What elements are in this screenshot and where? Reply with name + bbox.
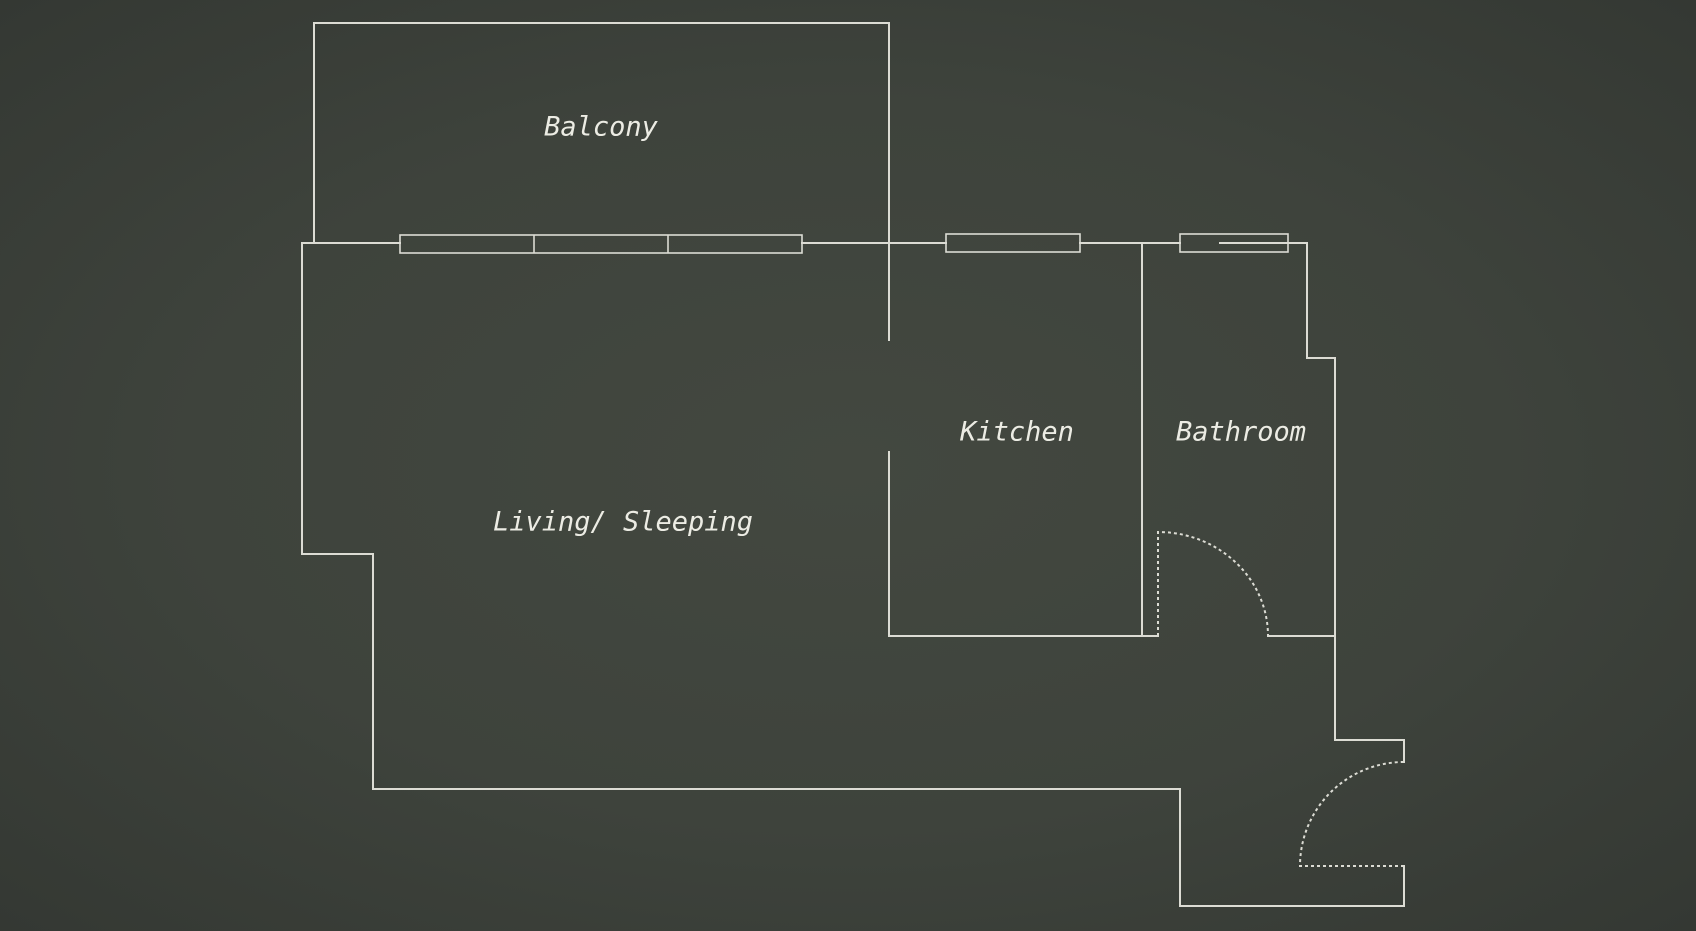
bathroom-door <box>1157 530 1269 637</box>
room-label-balcony: Balcony <box>544 112 659 143</box>
room-label-kitchen: Kitchen <box>959 417 1074 448</box>
room-label-living: Living/ Sleeping <box>493 507 753 538</box>
bathroom-window <box>1179 233 1289 253</box>
balcony-sliding-window <box>399 234 803 254</box>
exterior-wall-entrance <box>1219 242 1405 763</box>
exterior-wall <box>301 242 1405 907</box>
balcony-wall <box>313 22 890 341</box>
kitchen-window <box>945 233 1081 253</box>
room-label-bathroom: Bathroom <box>1176 417 1306 448</box>
entrance-door <box>1298 761 1405 867</box>
kitchen-partition <box>888 451 1159 637</box>
